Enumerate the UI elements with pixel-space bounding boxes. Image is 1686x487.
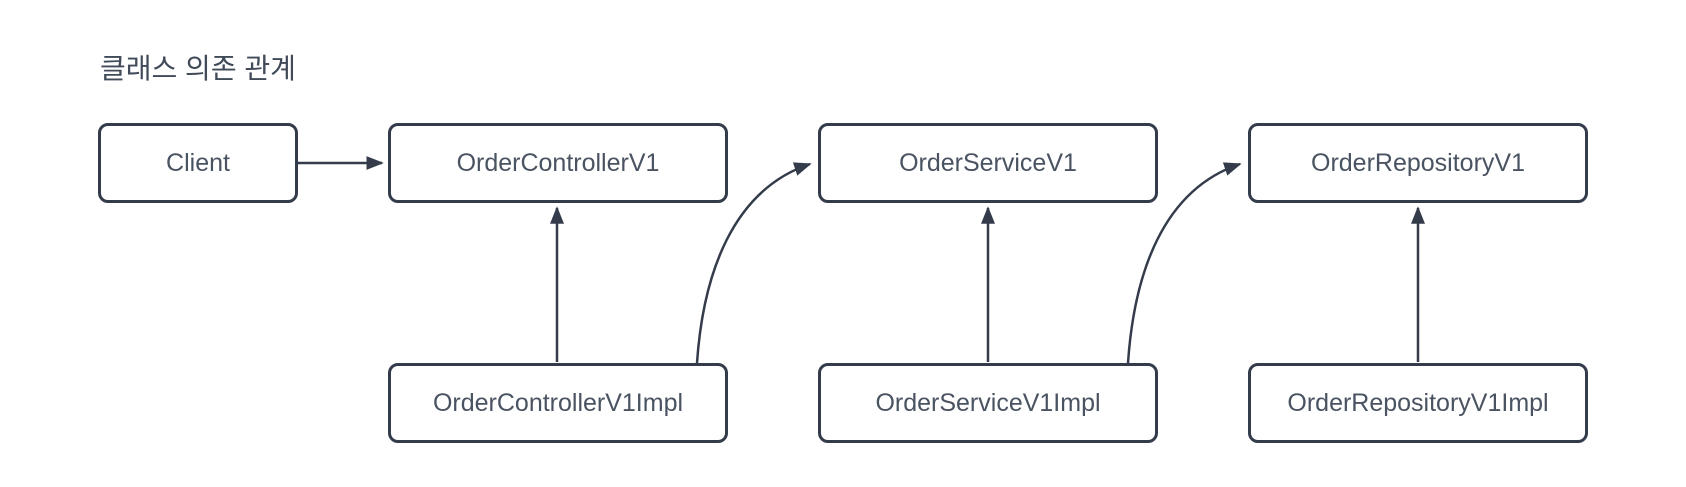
node-order-repository-v1-impl-label: OrderRepositoryV1Impl: [1287, 388, 1549, 417]
node-order-controller-v1-impl-label: OrderControllerV1Impl: [432, 388, 684, 417]
node-order-service-v1-impl: OrderServiceV1Impl: [818, 363, 1158, 443]
node-order-service-v1-impl-label: OrderServiceV1Impl: [875, 388, 1101, 417]
node-order-repository-v1: OrderRepositoryV1: [1248, 123, 1588, 203]
node-order-controller-v1-label: OrderControllerV1: [456, 148, 660, 177]
node-order-service-v1: OrderServiceV1: [818, 123, 1158, 203]
node-order-repository-v1-label: OrderRepositoryV1: [1311, 148, 1525, 177]
node-order-service-v1-label: OrderServiceV1: [899, 148, 1077, 177]
node-order-repository-v1-impl: OrderRepositoryV1Impl: [1248, 363, 1588, 443]
node-client: Client: [98, 123, 298, 203]
node-order-controller-v1: OrderControllerV1: [388, 123, 728, 203]
node-order-controller-v1-impl: OrderControllerV1Impl: [388, 363, 728, 443]
diagram-title: 클래스 의존 관계: [100, 53, 296, 84]
node-client-label: Client: [166, 148, 230, 177]
